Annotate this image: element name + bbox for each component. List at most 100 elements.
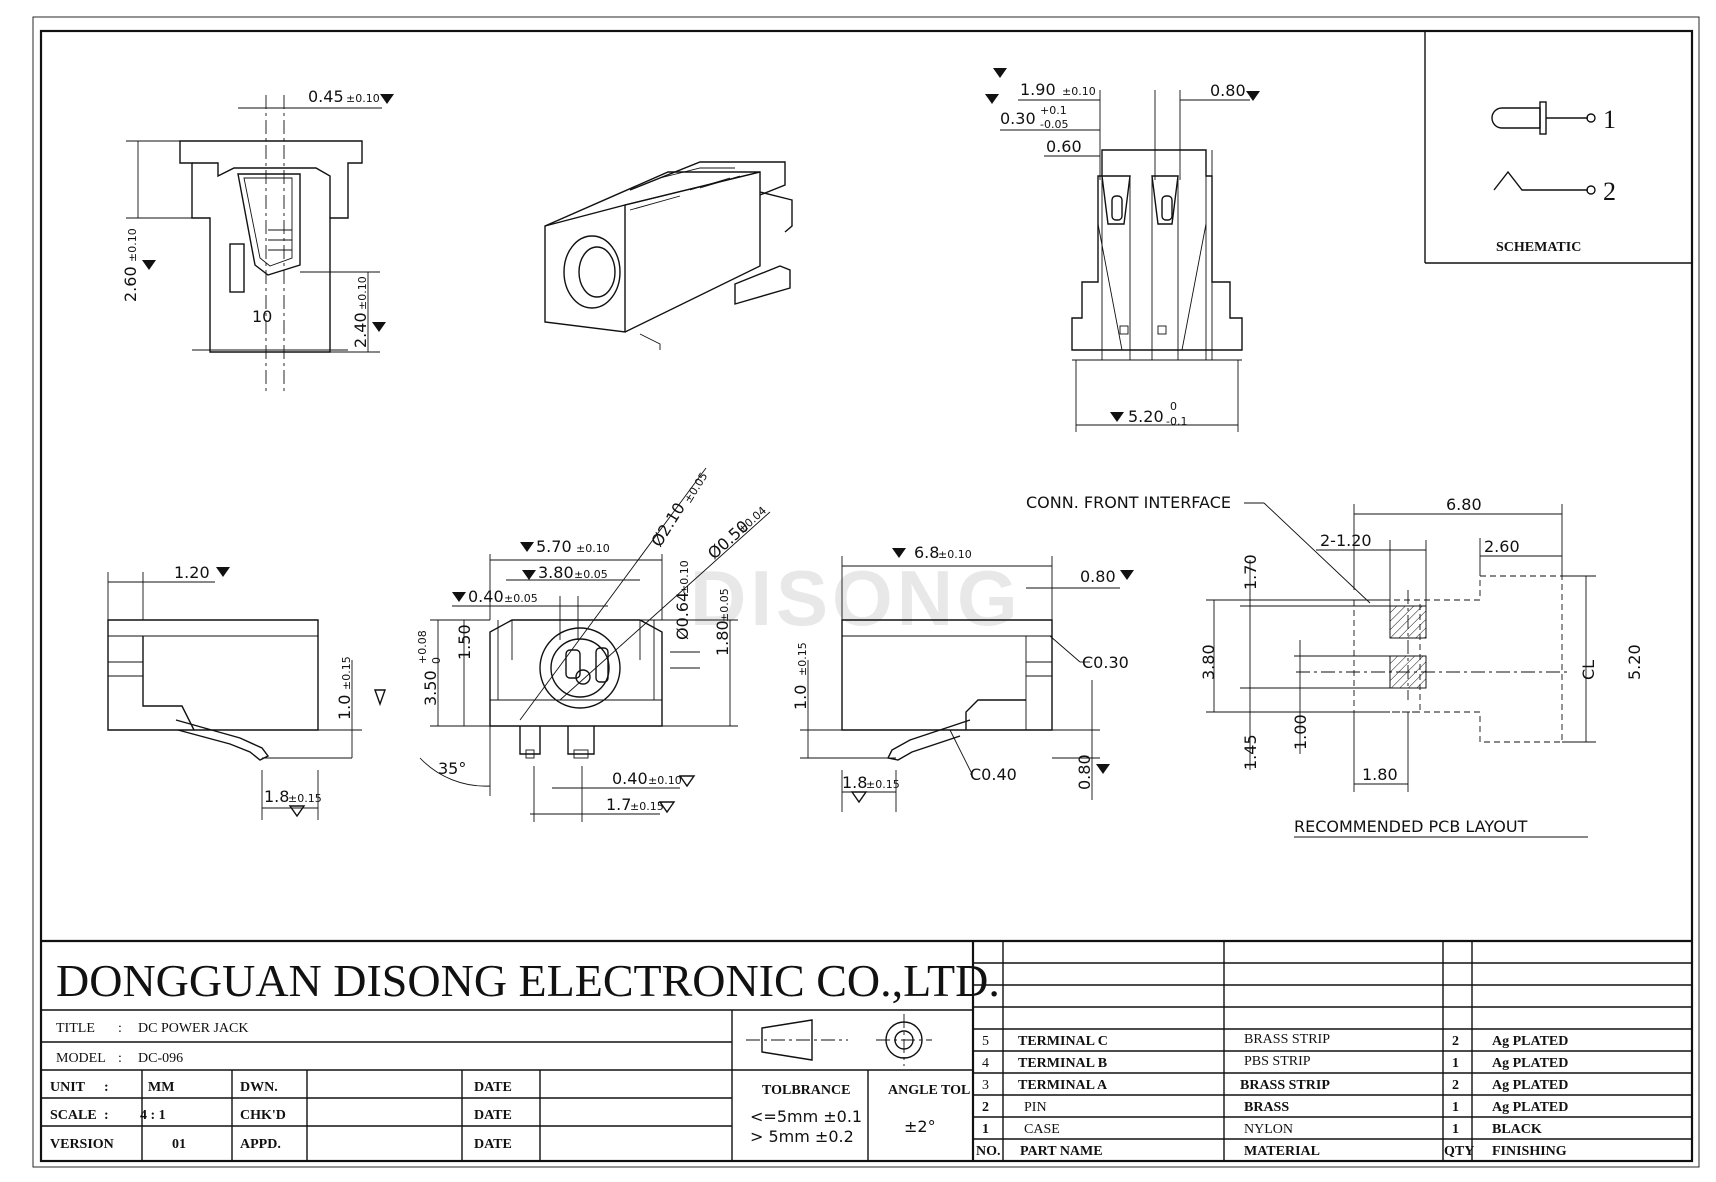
tolerance-line2: > 5mm ±0.2 xyxy=(750,1127,854,1146)
bottom-front-view: 0.40 ±0.10 1.7 ±0.15 5.70 ±0.10 3.80 ±0.… xyxy=(416,467,771,822)
schematic-pin1-label: 1 xyxy=(1603,105,1616,134)
dim-5-20: 5.20 xyxy=(1128,407,1164,426)
svg-text:BRASS STRIP: BRASS STRIP xyxy=(1244,1032,1330,1047)
appd-label: APPD. xyxy=(240,1137,281,1152)
svg-text:±0.15: ±0.15 xyxy=(340,656,353,690)
date-label-2: DATE xyxy=(474,1108,512,1123)
dim-3-50: 3.50 xyxy=(421,670,440,706)
svg-text:2: 2 xyxy=(1452,1078,1459,1093)
svg-text:MATERIAL: MATERIAL xyxy=(1244,1144,1320,1159)
svg-text:±0.05: ±0.05 xyxy=(574,568,608,581)
dim-0-80-side: 0.80 xyxy=(1080,567,1116,586)
dim-0-30: 0.30 xyxy=(1000,109,1036,128)
dim-0-45: 0.45 xyxy=(308,87,344,106)
svg-text:1: 1 xyxy=(1452,1056,1459,1071)
dim-1-20: 1.20 xyxy=(174,563,210,582)
svg-text:FINISHING: FINISHING xyxy=(1492,1144,1567,1159)
svg-text:0: 0 xyxy=(1170,400,1177,413)
svg-text::: : xyxy=(118,1051,122,1066)
pcb-dim-2x1-20: 2-1.20 xyxy=(1320,531,1372,550)
svg-text:±0.05: ±0.05 xyxy=(682,470,711,505)
svg-text:±0.10: ±0.10 xyxy=(938,548,972,561)
isometric-view xyxy=(544,161,793,350)
svg-text:2: 2 xyxy=(1452,1034,1459,1049)
dim-1-90: 1.90 xyxy=(1020,80,1056,99)
model-label: MODEL xyxy=(56,1051,106,1066)
date-label-1: DATE xyxy=(474,1080,512,1095)
side-view: 1.90 ±0.10 0.30 +0.1 -0.05 0.60 0.80 5.2… xyxy=(985,68,1260,432)
dim-1-0-left: 1.0 xyxy=(335,695,354,720)
dim-2-40: 2.40 xyxy=(351,312,370,348)
svg-text:PIN: PIN xyxy=(1024,1100,1047,1115)
svg-text:±0.10: ±0.10 xyxy=(346,92,380,105)
svg-text:TERMINAL C: TERMINAL C xyxy=(1018,1034,1108,1049)
pcb-dim-1-80: 1.80 xyxy=(1362,765,1398,784)
svg-text:±0.10: ±0.10 xyxy=(576,542,610,555)
svg-text:CASE: CASE xyxy=(1024,1122,1060,1137)
title-value: DC POWER JACK xyxy=(138,1021,248,1036)
svg-text:±0.15: ±0.15 xyxy=(796,642,809,676)
svg-text:-0.05: -0.05 xyxy=(1040,118,1068,131)
angle-tol-value: ±2° xyxy=(904,1117,936,1136)
pcb-layout: CONN. FRONT INTERFACE CL 6.80 2.60 2-1.2… xyxy=(1026,493,1644,838)
unit-label: UNIT xyxy=(50,1080,86,1095)
outer-border xyxy=(32,16,1700,1168)
dim-1-80-front: 1.80 xyxy=(713,620,732,656)
svg-text:±0.15: ±0.15 xyxy=(866,778,900,791)
pcb-dim-2-60: 2.60 xyxy=(1484,537,1520,556)
tolerance-line1: <=5mm ±0.1 xyxy=(750,1107,862,1126)
svg-text:Ag PLATED: Ag PLATED xyxy=(1492,1034,1568,1049)
dim-3-80: 3.80 xyxy=(538,563,574,582)
svg-text:±0.10: ±0.10 xyxy=(126,228,139,262)
svg-text:±0.10: ±0.10 xyxy=(356,276,369,310)
dim-phi-2-10: Ø2.10 xyxy=(647,499,689,550)
bottom-right-profile: 6.8 ±0.10 0.80 C0.30 C0.40 1.0 ±0.15 0.8… xyxy=(791,543,1134,812)
svg-text:±0.15: ±0.15 xyxy=(630,800,664,813)
date-label-3: DATE xyxy=(474,1137,512,1152)
dim-1-8-right: 1.8 xyxy=(842,773,867,792)
inner-border xyxy=(39,29,1694,1163)
dim-0-80: 0.80 xyxy=(1210,81,1246,100)
version-label: VERSION xyxy=(50,1137,114,1152)
bom-row: 1 CASE NYLON 1 BLACK xyxy=(982,1122,1542,1137)
spring-contact-icon xyxy=(1493,170,1588,191)
schematic-label: SCHEMATIC xyxy=(1496,240,1581,255)
dim-1-8-left: 1.8 xyxy=(264,787,289,806)
dim-1-0-right: 1.0 xyxy=(791,685,810,710)
svg-text:+0.08: +0.08 xyxy=(416,630,429,664)
svg-text::: : xyxy=(104,1108,109,1123)
svg-text:BRASS STRIP: BRASS STRIP xyxy=(1240,1078,1330,1093)
schematic-pin2-label: 2 xyxy=(1603,177,1616,206)
pin-symbol-icon xyxy=(1491,107,1541,129)
svg-text:±0.15: ±0.15 xyxy=(288,792,322,805)
dim-phi-0-64: Ø0.64 xyxy=(673,592,692,640)
svg-text:Ag PLATED: Ag PLATED xyxy=(1492,1100,1568,1115)
front-interface-label: CONN. FRONT INTERFACE xyxy=(1026,493,1231,512)
svg-text:NO.: NO. xyxy=(976,1144,1001,1159)
bom-row: 2 PIN BRASS 1 Ag PLATED xyxy=(982,1100,1568,1115)
svg-text:±0.05: ±0.05 xyxy=(504,592,538,605)
dim-1-50: 1.50 xyxy=(455,624,474,660)
pcb-dim-1-00: 1.00 xyxy=(1291,714,1310,750)
dim-1-7: 1.7 xyxy=(606,795,631,814)
svg-text:QTY: QTY xyxy=(1444,1144,1474,1159)
version-value: 01 xyxy=(172,1137,186,1152)
svg-text:BRASS: BRASS xyxy=(1244,1100,1289,1115)
svg-text:1: 1 xyxy=(1452,1122,1459,1137)
svg-text:3: 3 xyxy=(982,1078,989,1093)
svg-text:PBS STRIP: PBS STRIP xyxy=(1244,1054,1311,1069)
pcb-dim-6-80: 6.80 xyxy=(1446,495,1482,514)
svg-text:Ag PLATED: Ag PLATED xyxy=(1492,1056,1568,1071)
watermark: DISONG xyxy=(690,554,1022,642)
scale-value: 4 : 1 xyxy=(140,1108,166,1123)
svg-text:-0.1: -0.1 xyxy=(1166,415,1187,428)
pcb-dim-3-80: 3.80 xyxy=(1199,644,1218,680)
svg-text:2: 2 xyxy=(982,1100,989,1115)
svg-text:±0.05: ±0.05 xyxy=(718,588,731,622)
company-name: DONGGUAN DISONG ELECTRONIC CO.,LTD. xyxy=(56,955,1000,1006)
dim-0-80-bottom: 0.80 xyxy=(1075,754,1094,790)
unit-value: MM xyxy=(148,1080,174,1095)
pcb-layout-label: RECOMMENDED PCB LAYOUT xyxy=(1294,817,1528,836)
pcb-dim-1-70: 1.70 xyxy=(1241,554,1260,590)
bom-row: 3 TERMINAL A BRASS STRIP 2 Ag PLATED xyxy=(982,1078,1568,1093)
